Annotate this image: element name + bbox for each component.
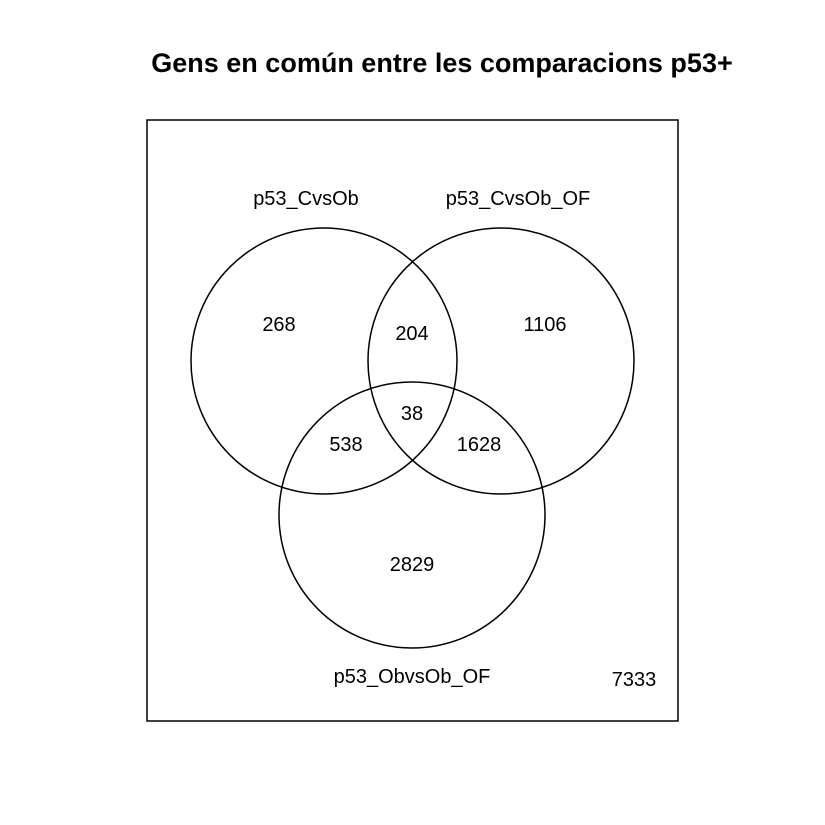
count-p53-cvsob-of-and-p53-obvsob-of: 1628 [457, 434, 502, 456]
count-only-p53-cvsob-of: 1106 [523, 314, 566, 336]
count-no-set: 7333 [612, 669, 657, 691]
set-label-p53-obvsob-of: p53_ObvsOb_OF [334, 666, 491, 688]
diagram-title: Gens en común entre les comparacions p53… [151, 48, 732, 78]
count-only-p53-obvsob-of: 2829 [390, 554, 435, 576]
set-circle-p53-cvsob [190, 227, 458, 495]
count-p53-cvsob-and-p53-obvsob-of: 538 [329, 434, 362, 456]
set-circle-p53-cvsob-of [367, 227, 635, 495]
set-label-p53-cvsob-of: p53_CvsOb_OF [446, 188, 591, 210]
count-only-p53-cvsob: 268 [262, 314, 295, 336]
universe-frame [146, 119, 679, 722]
set-circle-p53-obvsob-of [278, 381, 546, 649]
count-p53-cvsob-and-p53-cvsob-of: 204 [395, 323, 428, 345]
count-all-three-sets: 38 [401, 403, 423, 425]
set-label-p53-cvsob: p53_CvsOb [253, 188, 359, 210]
